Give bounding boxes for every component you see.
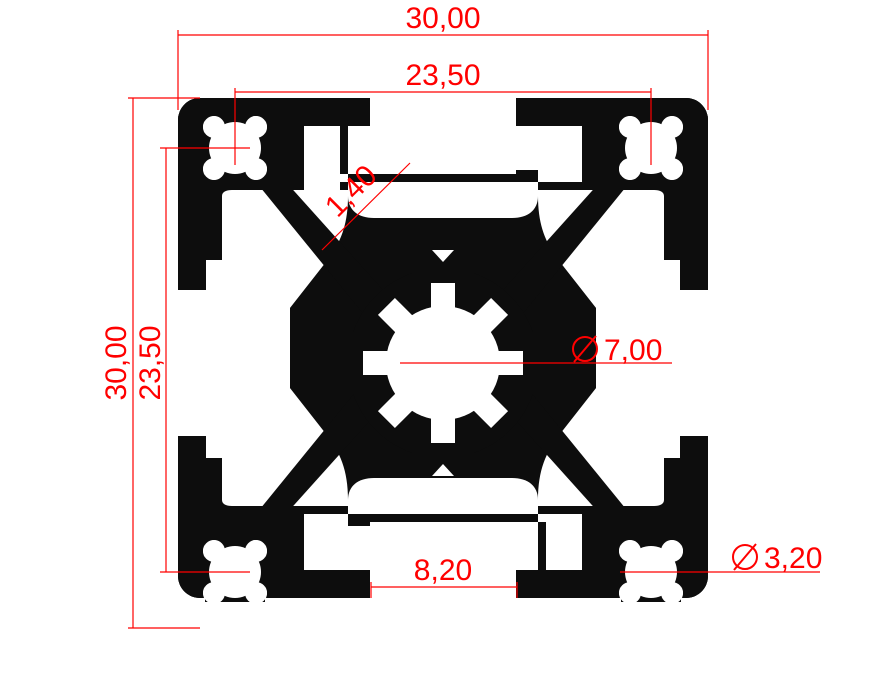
t-slot-chamber-top: [348, 182, 538, 218]
leader-line-rib-thickness: [321, 162, 411, 251]
bore-slot-135: [377, 354, 452, 429]
dim-label-inner-width: 23,50: [405, 59, 480, 92]
rib-top-right: [494, 182, 630, 322]
dim-slot-opening: 8,20: [370, 554, 518, 598]
dim-center-bore: 7,00: [400, 334, 672, 367]
t-slot-cavity-top-right: [516, 126, 538, 170]
rib-bottom-right: [494, 374, 630, 514]
web-top: [412, 250, 474, 290]
t-slot-cavity-bottom: [348, 526, 370, 570]
dimension-annotations: 30,00 23,50 30,00 23,50: [100, 2, 822, 629]
dim-label-inner-height: 23,50: [134, 325, 167, 400]
dim-overall-height: 30,00: [100, 97, 200, 629]
t-slot-cavity-bottom-right: [516, 526, 538, 570]
rib-top-left: [256, 182, 392, 322]
t-slot-cavity-left-top: [206, 268, 250, 290]
web-bottom: [412, 436, 474, 476]
dim-label-slot-opening: 8,20: [414, 554, 472, 587]
t-slot-gap-top: [370, 98, 516, 126]
t-slot-chamber-left: [254, 268, 290, 458]
dim-corner-bore: 3,20: [620, 542, 822, 575]
hub-webs: [330, 250, 556, 476]
dim-overall-width: 30,00: [177, 2, 709, 110]
t-slot-gap-left: [178, 290, 206, 436]
diameter-icon-corner: [732, 543, 758, 571]
t-slot-cavity-left-bottom: [206, 436, 250, 458]
dim-label-corner-bore: 3,20: [764, 542, 822, 575]
notch-bottom: [432, 464, 454, 476]
t-slot-cavity-right-top: [636, 268, 680, 290]
t-slot-gap-bottom: [370, 570, 516, 598]
dim-inner-height: 23,50: [134, 147, 250, 573]
rib-bottom-left: [256, 374, 392, 514]
t-slot-gap-right: [680, 290, 708, 436]
notch-top: [432, 250, 454, 262]
extrusion-profile: [178, 98, 708, 604]
bore-slot-225: [377, 297, 452, 372]
dim-label-overall-width: 30,00: [405, 2, 480, 35]
t-slot-inner-chambers: [254, 182, 632, 514]
dim-label-overall-height: 30,00: [100, 325, 133, 400]
dim-inner-width: 23,50: [234, 59, 652, 165]
t-slot-chamber-bottom: [348, 478, 538, 514]
dim-label-center-bore: 7,00: [604, 334, 662, 367]
t-slot-cavity-right-bottom: [636, 436, 680, 458]
bore-slot-45: [434, 354, 509, 429]
web-left: [330, 332, 370, 394]
diagonal-ribs: [256, 182, 630, 514]
t-slot-cavities: [178, 98, 708, 598]
hub-notches: [432, 250, 454, 476]
bore-slot-315: [434, 297, 509, 372]
corner-clover-bores: [203, 116, 683, 604]
t-slot-cavity-top: [348, 126, 370, 170]
diameter-icon-center: [572, 335, 598, 363]
